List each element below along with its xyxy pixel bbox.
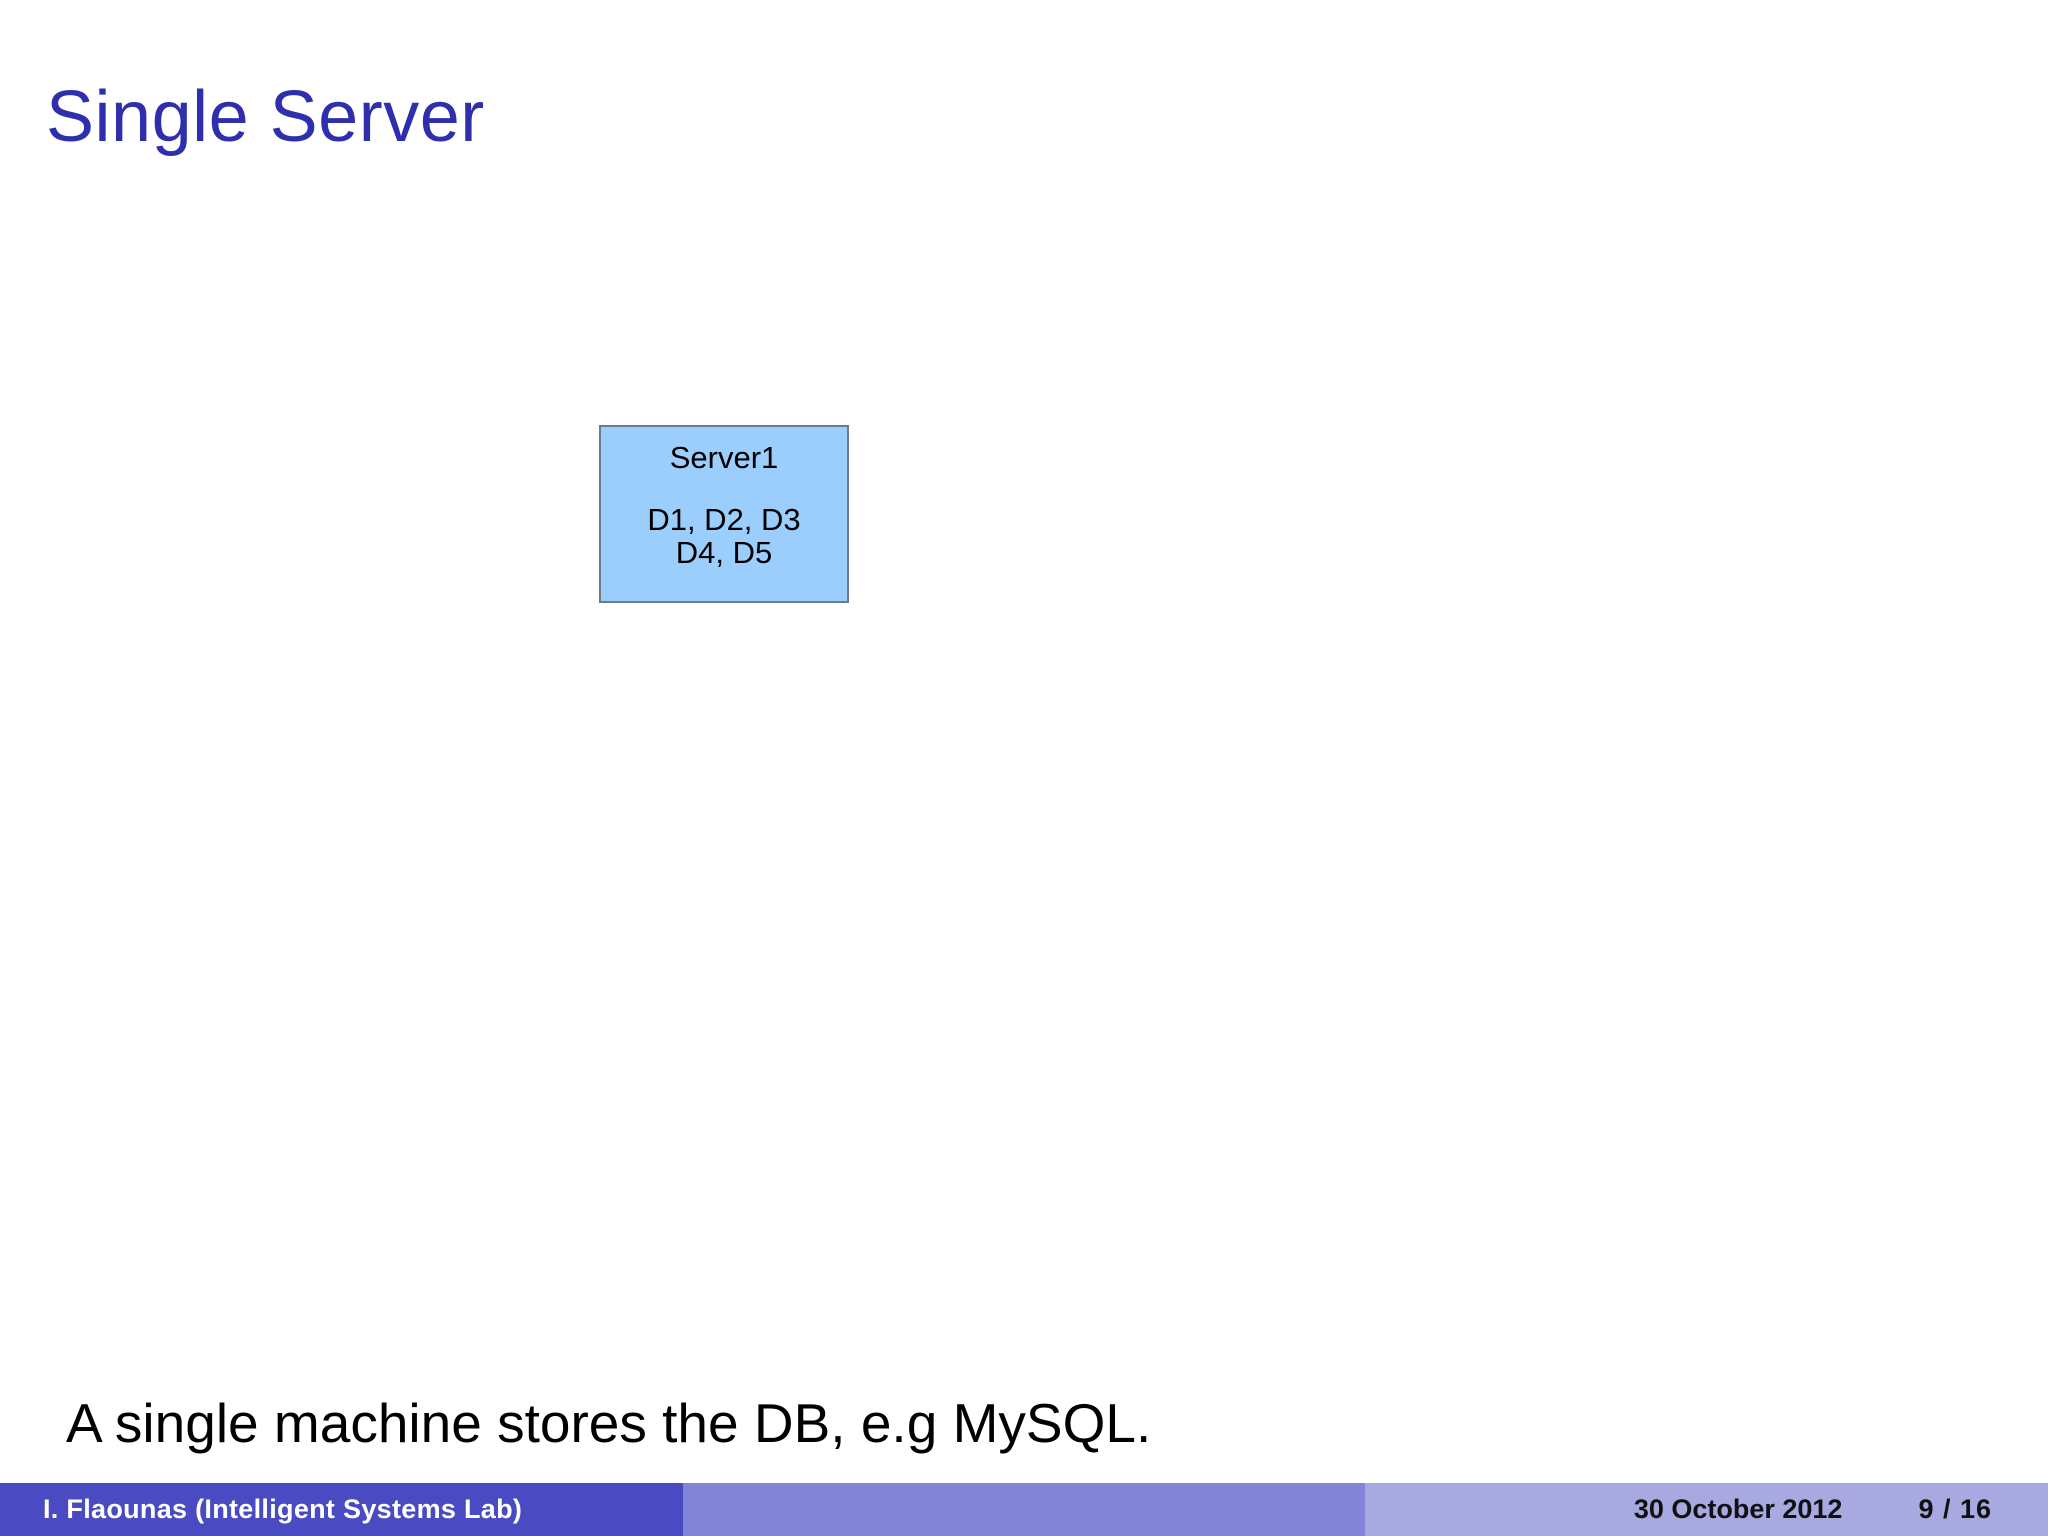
slide-caption: A single machine stores the DB, e.g MySQ… bbox=[66, 1392, 1152, 1454]
server-node-label: Server1 bbox=[669, 440, 779, 475]
footer-author: I. Flaounas (Intelligent Systems Lab) bbox=[0, 1483, 683, 1536]
server-node-data: D1, D2, D3 D4, D5 bbox=[647, 501, 801, 571]
server-node-server1[interactable]: Server1 D1, D2, D3 D4, D5 bbox=[599, 425, 849, 603]
slide-footer: I. Flaounas (Intelligent Systems Lab) 30… bbox=[0, 1483, 2048, 1536]
footer-spacer bbox=[683, 1483, 1365, 1536]
server-data-line-2: D4, D5 bbox=[675, 535, 773, 571]
footer-page-number: 9 / 16 bbox=[1918, 1494, 1992, 1524]
footer-meta: 30 October 2012 9 / 16 bbox=[1365, 1483, 2048, 1536]
server-data-line-1: D1, D2, D3 bbox=[647, 501, 801, 537]
page-title: Single Server bbox=[46, 77, 485, 158]
footer-date: 30 October 2012 bbox=[1633, 1494, 1843, 1524]
diagram-canvas: Server1 D1, D2, D3 D4, D5 bbox=[599, 425, 849, 603]
